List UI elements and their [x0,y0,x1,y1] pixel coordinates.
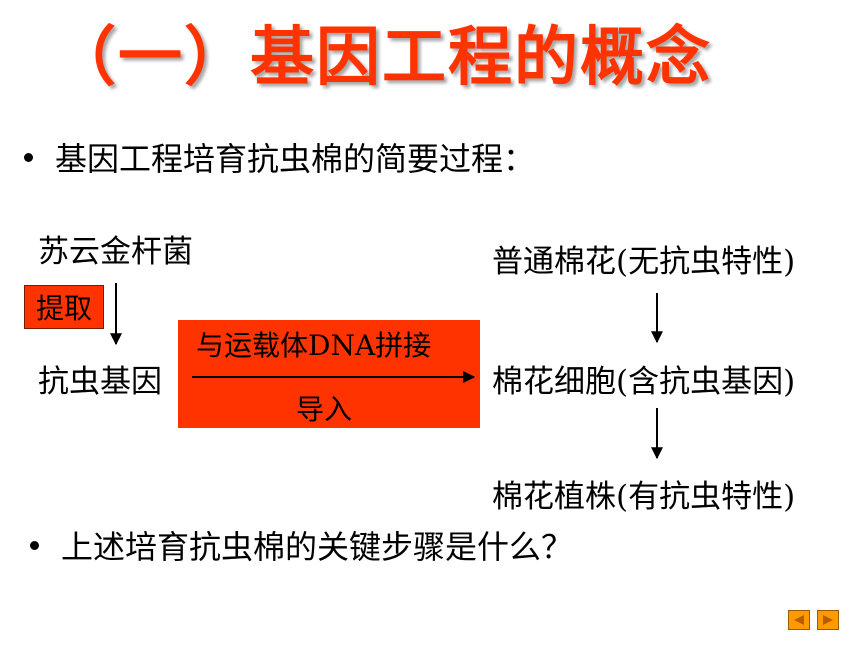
nav-next-button[interactable] [817,610,839,630]
node-insect-resistance-gene: 抗虫基因 [38,364,162,400]
node-cotton-cell: 棉花细胞(含抗虫基因) [492,364,796,400]
triangle-left-icon [794,615,804,625]
splice-import-box [178,320,480,428]
bullet-text: 基因工程培育抗虫棉的简要过程： [55,140,536,178]
extract-label-box: 提取 [24,285,104,329]
node-bacillus-thuringiensis: 苏云金杆菌 [38,234,193,270]
splice-label: 与运载体DNA拼接 [196,329,432,362]
slide-title: （一）基因工程的概念 [52,21,712,95]
bullet-dot [30,540,39,550]
node-cotton-plant: 棉花植株(有抗虫特性) [492,479,796,515]
import-label: 导入 [296,393,353,426]
triangle-right-icon [823,615,833,625]
node-ordinary-cotton: 普通棉花(无抗虫特性) [492,244,796,280]
bullet-dot [24,152,33,162]
bullet-item-process: 基因工程培育抗虫棉的简要过程： [24,134,535,180]
extract-label: 提取 [35,292,92,325]
bullet-item-question: 上述培育抗虫棉的关键步骤是什么？ [30,522,573,568]
bullet-text: 上述培育抗虫棉的关键步骤是什么？ [61,528,574,566]
nav-prev-button[interactable] [788,610,810,630]
